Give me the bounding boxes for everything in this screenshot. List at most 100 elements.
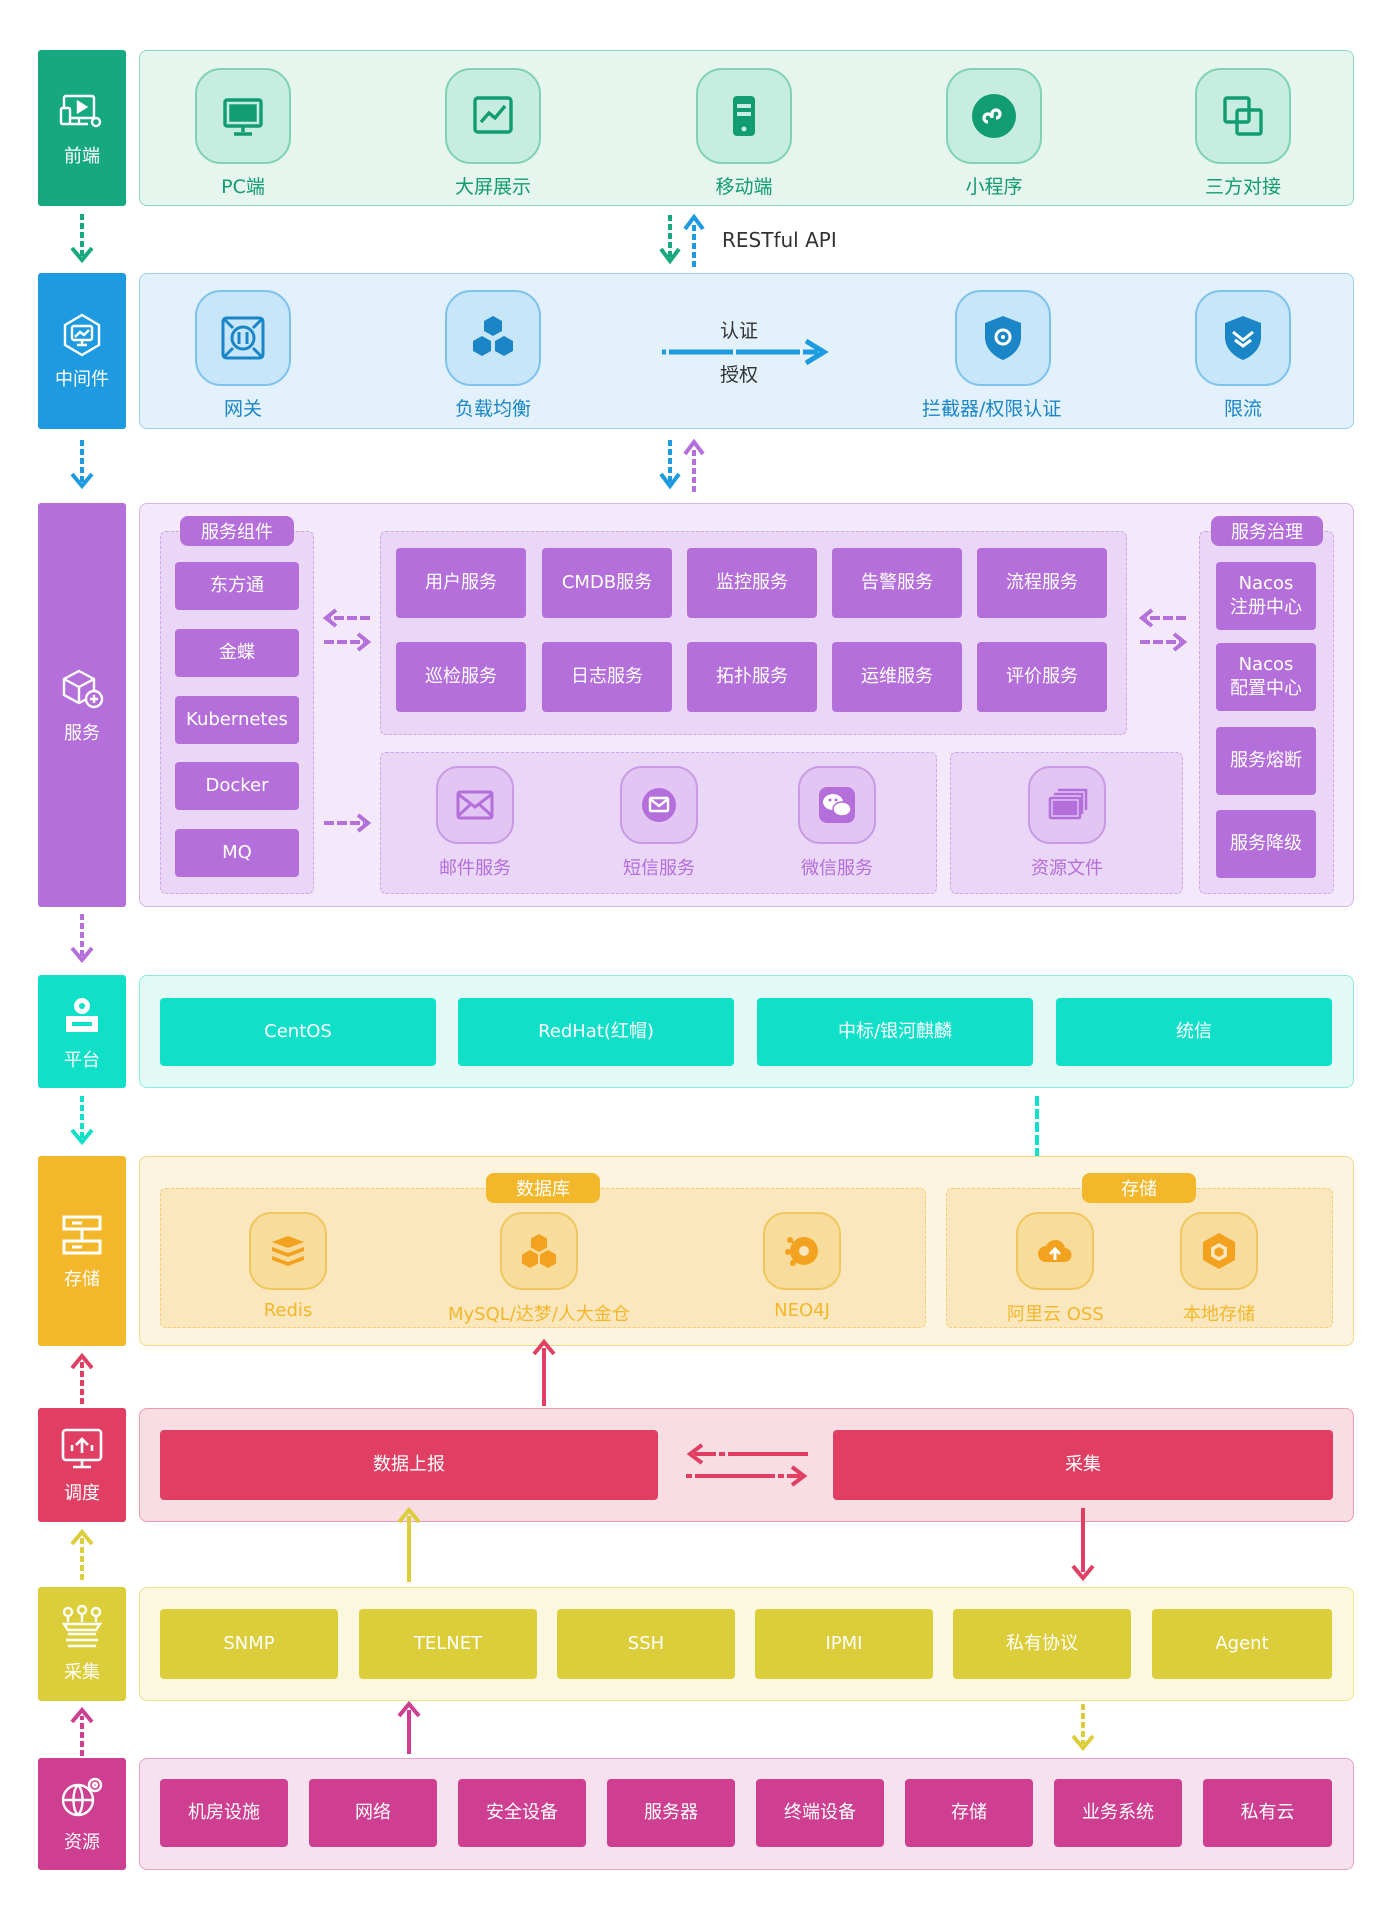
cloud-gear-icon <box>66 997 98 1032</box>
middleware-loadbalance[interactable]: 负载均衡 <box>445 290 541 421</box>
frontend-label: 三方对接 <box>1204 176 1281 198</box>
layer-label: 资源 <box>64 1832 100 1853</box>
resource-item[interactable]: 存储 <box>905 1779 1033 1847</box>
core-service[interactable]: 运维服务 <box>832 642 962 712</box>
protocol-item[interactable]: SNMP <box>160 1609 338 1679</box>
core-service[interactable]: CMDB服务 <box>542 548 672 618</box>
core-service[interactable]: 日志服务 <box>542 642 672 712</box>
layer-middleware: 中间件 <box>38 273 126 429</box>
arrow-down-green <box>70 214 94 264</box>
platform-item[interactable]: 统信 <box>1056 998 1332 1066</box>
screen-gear-icon <box>59 94 102 128</box>
dispatch-storage-arrow <box>532 1338 556 1406</box>
collect-resource-arrow <box>1071 1704 1095 1752</box>
component-item[interactable]: 东方通 <box>175 562 299 610</box>
resource-item[interactable]: 网络 <box>309 1779 437 1847</box>
resource-item[interactable]: 机房设施 <box>160 1779 288 1847</box>
arrow-up-red <box>70 1352 94 1404</box>
governance-line: 服务降级 <box>1230 833 1302 854</box>
arrow-down-purple <box>70 914 94 964</box>
dispatch-exchange-arrows <box>686 1443 808 1487</box>
db-label: Redis <box>263 1300 313 1321</box>
layer-label: 前端 <box>64 146 100 167</box>
resource-file[interactable]: 资源文件 <box>1028 766 1106 880</box>
shield-limit-icon <box>1225 316 1261 360</box>
protocol-item[interactable]: TELNET <box>359 1609 537 1679</box>
layer-platform: 平台 <box>38 975 126 1088</box>
layer-label: 服务 <box>64 723 100 744</box>
frontend-pc[interactable]: PC端 <box>195 68 291 199</box>
middleware-ratelimit[interactable]: 限流 <box>1195 290 1291 421</box>
cloud-upload-icon <box>1038 1239 1072 1263</box>
frontend-thirdparty[interactable]: 三方对接 <box>1195 68 1291 199</box>
chart-screen-icon <box>473 96 513 134</box>
middleware-gateway[interactable]: 网关 <box>195 290 291 421</box>
data-report-button[interactable]: 数据上报 <box>160 1430 658 1500</box>
resource-file-label: 资源文件 <box>1031 858 1103 879</box>
globe-gear-icon <box>61 1777 103 1817</box>
protocol-item[interactable]: SSH <box>557 1609 735 1679</box>
platform-item[interactable]: CentOS <box>160 998 436 1066</box>
resource-item[interactable]: 业务系统 <box>1054 1779 1182 1847</box>
frontend-label: 移动端 <box>715 176 773 198</box>
core-service[interactable]: 评价服务 <box>977 642 1107 712</box>
governance-line: 服务熔断 <box>1230 750 1302 771</box>
notify-email[interactable]: 邮件服务 <box>436 766 514 880</box>
arrow-down-blue <box>70 440 94 490</box>
layer-resource: 资源 <box>38 1758 126 1870</box>
layer-storage: 存储 <box>38 1156 126 1346</box>
components-notify-arrow <box>324 813 372 833</box>
restful-api-label: RESTful API <box>722 228 837 252</box>
db-redis[interactable]: Redis <box>249 1212 327 1321</box>
arrow-up-yellow <box>70 1528 94 1580</box>
neo4j-icon <box>785 1237 818 1266</box>
frontend-miniprogram[interactable]: 小程序 <box>946 68 1042 199</box>
collect-button[interactable]: 采集 <box>833 1430 1333 1500</box>
cubes-icon <box>473 316 513 356</box>
notify-label: 微信服务 <box>801 858 873 879</box>
database-tag: 数据库 <box>486 1173 600 1203</box>
core-service[interactable]: 拓扑服务 <box>687 642 817 712</box>
governance-item[interactable]: 服务降级 <box>1216 810 1316 878</box>
auth-label-bottom: 授权 <box>720 364 759 386</box>
component-item[interactable]: Kubernetes <box>175 696 299 744</box>
pc-icon <box>223 98 263 136</box>
frontend-mobile[interactable]: 移动端 <box>696 68 792 199</box>
store-aliyun[interactable]: 阿里云 OSS <box>1007 1212 1104 1326</box>
resource-item[interactable]: 安全设备 <box>458 1779 586 1847</box>
link-windows-icon <box>1223 96 1263 136</box>
protocol-item[interactable]: Agent <box>1152 1609 1332 1679</box>
db-mysql[interactable]: MySQL/达梦/人大金仓 <box>448 1212 630 1326</box>
hex-chart-icon <box>63 313 101 357</box>
governance-line: 配置中心 <box>1230 678 1302 699</box>
core-service[interactable]: 巡检服务 <box>396 642 526 712</box>
platform-item[interactable]: 中标/银河麒麟 <box>757 998 1033 1066</box>
protocol-item[interactable]: IPMI <box>755 1609 933 1679</box>
db-neo4j[interactable]: NEO4J <box>763 1212 841 1321</box>
frontend-bigscreen[interactable]: 大屏展示 <box>445 68 541 199</box>
middleware-interceptor[interactable]: 拦截器/权限认证 <box>922 290 1061 421</box>
core-service[interactable]: 监控服务 <box>687 548 817 618</box>
protocol-item[interactable]: 私有协议 <box>953 1609 1131 1679</box>
notify-sms[interactable]: 短信服务 <box>620 766 698 880</box>
dispatch-monitor-icon <box>61 1428 103 1469</box>
resource-item[interactable]: 终端设备 <box>756 1779 884 1847</box>
platform-item[interactable]: RedHat(红帽) <box>458 998 734 1066</box>
components-tag: 服务组件 <box>180 516 294 546</box>
core-service[interactable]: 用户服务 <box>396 548 526 618</box>
resource-item[interactable]: 私有云 <box>1203 1779 1332 1847</box>
server-rack-icon <box>62 1215 102 1255</box>
resource-item[interactable]: 服务器 <box>607 1779 735 1847</box>
core-service[interactable]: 流程服务 <box>977 548 1107 618</box>
component-item[interactable]: Docker <box>175 762 299 810</box>
core-service[interactable]: 告警服务 <box>832 548 962 618</box>
middleware-label: 限流 <box>1223 398 1262 420</box>
component-item[interactable]: 金蝶 <box>175 629 299 677</box>
notify-label: 邮件服务 <box>439 858 511 879</box>
store-local[interactable]: 本地存储 <box>1180 1212 1258 1326</box>
component-item[interactable]: MQ <box>175 829 299 877</box>
notify-wechat[interactable]: 微信服务 <box>798 766 876 880</box>
governance-item[interactable]: 服务熔断 <box>1216 727 1316 795</box>
